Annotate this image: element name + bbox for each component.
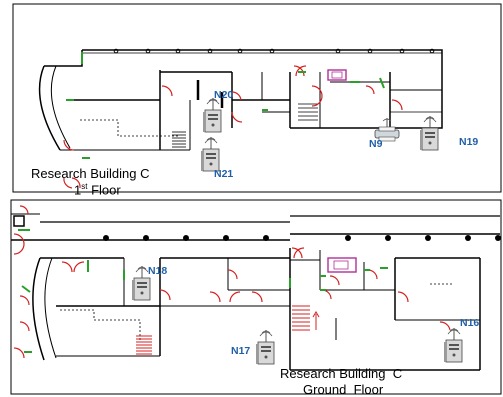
server-tower-antenna-icon [200,136,220,172]
node-n19[interactable]: N19 [419,115,478,151]
first-floor-title-line1: Research Building C [31,166,150,181]
first-floor-title: Research Building C [31,166,150,181]
node-n17[interactable]: N17 [231,329,275,365]
node-label: N17 [231,345,250,357]
node-label: N18 [148,265,167,277]
ground-floor-plan: N18 N17 N16 [10,199,502,395]
node-label: N16 [460,317,479,329]
node-n21[interactable]: N21 [200,136,233,180]
node-label: N20 [214,89,233,101]
server-tower-antenna-icon [419,115,439,151]
node-n16[interactable]: N16 [443,317,479,363]
floor-word: Floor [87,182,121,198]
ground-floor-title: Research Building C [280,366,402,381]
node-label: N21 [214,168,233,180]
floor-number: 1 [74,182,82,198]
node-label: N19 [459,136,478,148]
node-n9[interactable]: N9 [369,117,400,150]
ground-floor-title-line2: Ground Floor [303,382,384,397]
server-tower-antenna-icon [255,329,275,365]
floor-ordinal: st [81,182,88,191]
ground-floor-subtitle: Ground Floor [303,382,383,397]
first-floor-plan: N20 N21 N9 N19 [12,3,502,193]
node-n20[interactable]: N20 [202,89,233,133]
node-n18[interactable]: N18 [131,265,167,301]
server-tower-antenna-icon [443,327,463,363]
ground-floor-title-line1: Research Building C [280,366,403,381]
server-tower-antenna-icon [202,97,222,133]
first-floor-subtitle: 1st Floor [74,182,121,197]
node-label: N9 [369,138,383,150]
